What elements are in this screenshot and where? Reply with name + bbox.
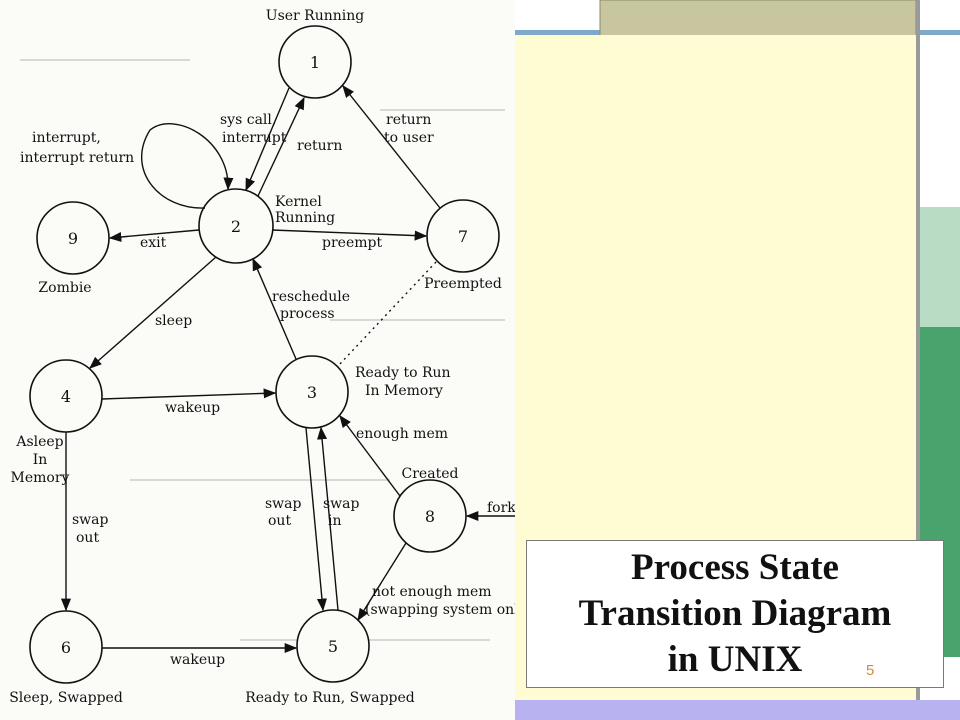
label-return-to-user-1: return — [386, 112, 431, 128]
label-swap-in-1: swap — [323, 496, 360, 512]
label-wakeup-swapped: wakeup — [170, 652, 225, 668]
state-4-label-line3: Memory — [11, 470, 70, 486]
scan-noise — [20, 59, 505, 641]
arrow-5-to-3 — [317, 426, 339, 611]
arrow-7-to-1 — [342, 85, 441, 209]
state-7-number: 7 — [458, 227, 468, 246]
state-7-label: Preempted — [424, 276, 502, 292]
label-sleep: sleep — [155, 313, 192, 329]
state-4-label-line1: Asleep — [15, 434, 63, 450]
label-exit: exit — [140, 235, 167, 251]
panel-divider — [916, 0, 920, 700]
arrow-1-to-2 — [245, 87, 290, 192]
arrow-2-to-4 — [89, 256, 217, 369]
label-swap-out-left-1: swap — [72, 512, 109, 528]
arrow-2-to-9 — [108, 229, 200, 243]
arrow-7-to-3-dotted — [337, 261, 437, 367]
state-1-label: User Running — [266, 8, 364, 24]
state-2-label-line2: Running — [275, 210, 335, 226]
label-swap-out-left-2: out — [76, 530, 99, 546]
state-4-number: 4 — [61, 387, 71, 406]
slide-page-number: 5 — [866, 662, 875, 679]
state-2-circle — [198, 188, 274, 264]
arrow-3-to-2 — [252, 257, 297, 360]
label-return-to-user-2: to user — [384, 130, 434, 146]
label-interrupt-self: interrupt, — [32, 130, 101, 146]
arrow-2-to-7 — [271, 229, 428, 241]
state-2-label-line1: Kernel — [275, 194, 322, 210]
slide-title-line-2: Transition Diagram — [578, 593, 892, 634]
state-5-number: 5 — [328, 637, 338, 656]
label-fork: fork — [487, 500, 515, 516]
state-2-number: 2 — [231, 217, 241, 236]
slide-title-line-3: in UNIX — [667, 639, 803, 680]
label-swap-out-mid-1: swap — [265, 496, 302, 512]
label-wakeup-to-memory: wakeup — [165, 400, 220, 416]
arrow-8-to-3 — [339, 414, 401, 497]
label-preempt: preempt — [322, 235, 382, 251]
state-8-number: 8 — [425, 507, 435, 526]
label-interrupt: interrupt — [222, 130, 287, 146]
label-process: process — [280, 306, 335, 322]
state-6-label: Sleep, Swapped — [9, 690, 123, 706]
slide-title-line-1: Process State — [631, 547, 839, 588]
state-5-label: Ready to Run, Swapped — [245, 690, 415, 706]
label-swap-out-mid-2: out — [268, 513, 291, 529]
arrow-8-to-5 — [357, 542, 407, 622]
slide-title-box: Process State Transition Diagram in UNIX — [526, 540, 944, 688]
state-4-label-line2: In — [33, 452, 48, 468]
label-return-2-1: return — [297, 138, 342, 154]
label-swapping-system-only: (swapping system only) — [365, 602, 515, 618]
bottom-stripe — [515, 700, 960, 720]
label-not-enough-mem: not enough mem — [372, 584, 492, 600]
state-8-label: Created — [402, 466, 459, 482]
arrow-2-to-1 — [257, 96, 305, 197]
state-1-circle — [278, 25, 352, 99]
state-9-label: Zombie — [38, 280, 91, 296]
arrow-4-to-3 — [101, 388, 277, 400]
arrow-interrupt-self-loop — [140, 123, 234, 209]
state-3-label-line1: Ready to Run — [355, 365, 451, 381]
label-interrupt-return: interrupt return — [20, 150, 134, 166]
label-enough-mem: enough mem — [356, 426, 448, 442]
arrow-3-to-5 — [305, 427, 327, 612]
state-transition-diagram: 1 2 3 4 5 6 7 8 9 User Running Kernel Ru… — [9, 8, 515, 706]
state-9-number: 9 — [68, 229, 78, 248]
label-swap-in-2: in — [328, 513, 342, 529]
state-3-label-line2: In Memory — [365, 383, 443, 399]
state-6-number: 6 — [61, 638, 71, 657]
label-sys-call: sys call, — [220, 112, 276, 128]
state-3-number: 3 — [307, 383, 317, 402]
green-side-panel-light — [920, 207, 960, 327]
state-1-number: 1 — [310, 53, 320, 72]
label-reschedule: reschedule — [272, 289, 350, 305]
